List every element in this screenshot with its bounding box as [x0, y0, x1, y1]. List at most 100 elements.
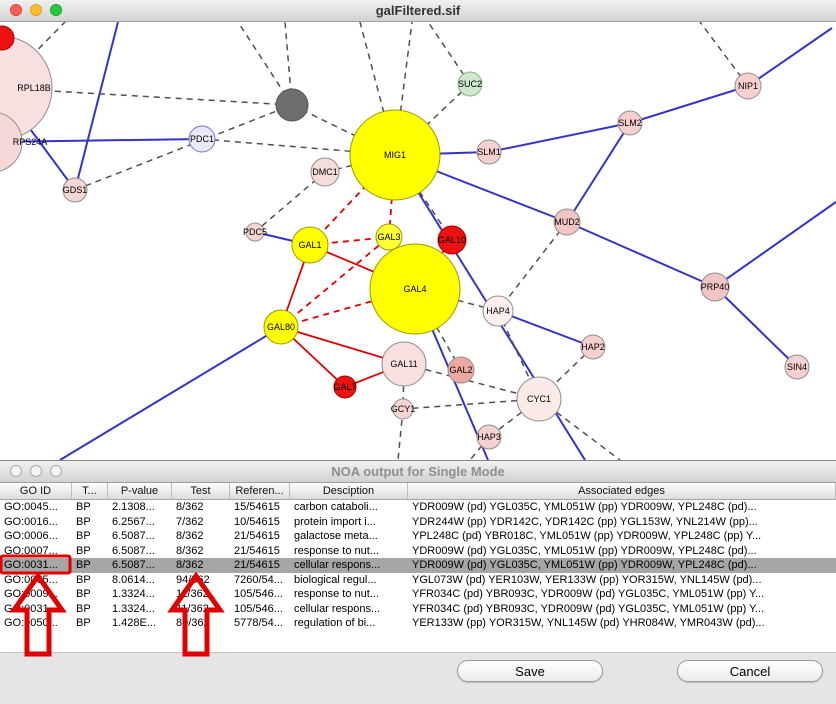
node-HAP3[interactable]: HAP3 [476, 424, 502, 450]
edge-PRP40-offscreen[interactable] [714, 201, 836, 288]
node-label: SLM2 [618, 118, 642, 128]
edge-MUD2-SLM2[interactable] [566, 122, 631, 223]
node-DMC1[interactable]: DMC1 [310, 157, 340, 187]
cell: 6.2567... [112, 515, 155, 528]
cell: BP [76, 530, 91, 542]
node-REDTL[interactable] [0, 25, 15, 51]
node-label: NIP1 [738, 81, 758, 91]
edge-PRP40-SIN4[interactable] [714, 286, 798, 368]
column-header-referen[interactable]: Referen... [230, 483, 290, 499]
node-MUD2[interactable]: MUD2 [553, 208, 581, 236]
node-GAL11[interactable]: GAL11 [381, 341, 427, 387]
column-header-t[interactable]: T... [72, 483, 108, 499]
edge-DARK-offscreen[interactable] [237, 22, 293, 106]
node-MIG1[interactable]: MIG1 [349, 109, 441, 201]
node-GAL10[interactable]: GAL10 [437, 225, 467, 255]
node-label: GAL1 [298, 240, 321, 250]
edge-SLM2-NIP1[interactable] [629, 85, 749, 124]
node-GAL7[interactable]: GAL7 [333, 375, 357, 399]
edge-DARK-MIG1[interactable] [291, 104, 396, 156]
node-GAL2[interactable]: GAL2 [447, 356, 475, 384]
column-header-p-value[interactable]: P-value [108, 483, 172, 499]
zoom-button[interactable] [50, 4, 62, 16]
zoom-button[interactable] [50, 465, 62, 477]
edge-GCY1-offscreen[interactable] [397, 408, 404, 460]
edge-GAL11-CYC1[interactable] [403, 363, 540, 400]
save-button[interactable]: Save [457, 660, 603, 682]
node-label: GCY1 [391, 404, 416, 414]
node-GCY1[interactable]: GCY1 [391, 398, 416, 420]
window-controls [10, 4, 62, 16]
cell: YFR034C (pd) YBR093C, YDR009W (pd) YGL03… [412, 588, 765, 600]
edge-GAL80-offscreen[interactable] [59, 326, 282, 460]
cell: GO:0031... [4, 602, 58, 615]
node-GDS1[interactable]: GDS1 [62, 177, 88, 203]
node-CYC1[interactable]: CYC1 [516, 376, 562, 422]
node-SLM1[interactable]: SLM1 [476, 139, 502, 165]
cell: 2.1308... [112, 501, 155, 513]
edge-GDS1-DARK[interactable] [74, 104, 293, 191]
node-label: CYC1 [527, 394, 551, 404]
edge-GAL80-GAL4[interactable] [280, 288, 416, 328]
node-NIP1[interactable]: NIP1 [734, 72, 762, 100]
column-header-go-id[interactable]: GO ID [0, 483, 72, 499]
cancel-button[interactable]: Cancel [677, 660, 823, 682]
cell: YDR009W (pd) YGL035C, YML051W (pp) YDR00… [412, 544, 757, 557]
node-label: HAP2 [581, 342, 605, 352]
minimize-button[interactable] [30, 465, 42, 477]
node-label: GAL80 [267, 322, 295, 332]
node-label: GAL11 [390, 359, 417, 369]
edge-HAP4-HAP2[interactable] [497, 310, 594, 348]
edge-RPS24A-PDC1[interactable] [0, 138, 203, 143]
edge-MUD2-PRP40[interactable] [566, 221, 716, 288]
node-label: PDC1 [190, 134, 214, 144]
close-button[interactable] [10, 4, 22, 16]
node-GAL4[interactable]: GAL4 [369, 243, 461, 335]
edge-MUD2-HAP4[interactable] [497, 221, 568, 312]
close-button[interactable] [10, 465, 22, 477]
node-DARK[interactable] [275, 88, 309, 122]
column-header-desciption[interactable]: Desciption [290, 483, 408, 499]
cell: YPL248C (pd) YBR018C, YML051W (pp) YDR00… [412, 530, 762, 542]
node-SIN4[interactable]: SIN4 [784, 354, 810, 380]
node-label: GAL7 [333, 382, 356, 392]
cell: response to nut... [294, 588, 379, 600]
node-PDC1[interactable]: PDC1 [188, 125, 216, 153]
node-label: RPS24A [13, 137, 48, 147]
cell: 7260/54... [234, 573, 283, 586]
edge-SLM1-SLM2[interactable] [488, 122, 631, 153]
node-GAL80[interactable]: GAL80 [263, 309, 299, 345]
node-PRP40[interactable]: PRP40 [700, 272, 730, 302]
edge-GDS1-offscreen[interactable] [74, 22, 119, 191]
column-header-test[interactable]: Test [172, 483, 230, 499]
column-header-associated-edges[interactable]: Associated edges [408, 483, 836, 499]
node-GAL3[interactable]: GAL3 [375, 223, 403, 251]
node-PDC5[interactable]: PDC5 [243, 222, 267, 242]
node-SUC2[interactable]: SUC2 [457, 71, 483, 97]
cell: 94/362 [176, 573, 210, 586]
node-RPL18B[interactable]: RPL18B [0, 35, 53, 141]
cell: BP [76, 588, 91, 600]
node-RPS24A[interactable]: RPS24A [0, 112, 47, 172]
edge-CYC1-GCY1[interactable] [402, 398, 540, 410]
node-GAL1[interactable]: GAL1 [291, 226, 329, 264]
minimize-button[interactable] [30, 4, 42, 16]
cell: 11/362 [176, 602, 209, 615]
node-HAP4[interactable]: HAP4 [482, 295, 514, 327]
edge-NIP1-offscreen[interactable] [747, 27, 833, 87]
edge-DMC1-PDC5[interactable] [254, 171, 326, 233]
edge-GAL80-GAL3[interactable] [280, 236, 390, 328]
node-HAP2[interactable]: HAP2 [580, 334, 606, 360]
node-SLM2[interactable]: SLM2 [617, 110, 643, 136]
